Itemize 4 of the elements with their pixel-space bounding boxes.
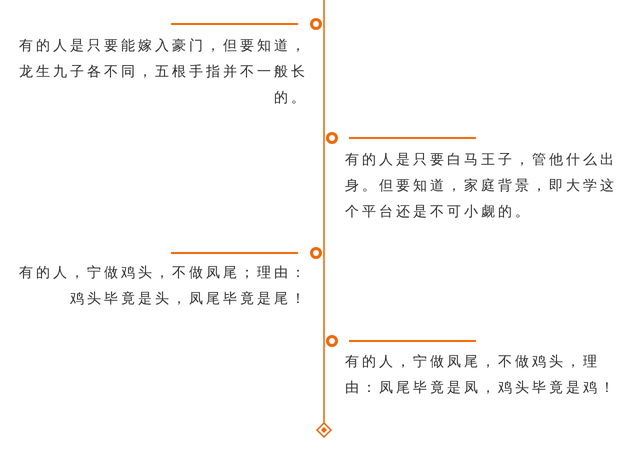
timeline-text: 有的人是只要能嫁入豪门，但要知道，龙生九子各不同，五根手指并不一般长的。: [18, 37, 308, 108]
timeline-text: 有的人，宁做凤尾，不做鸡头，理由：凤尾毕竟是凤，鸡头毕竟是鸡！: [345, 353, 618, 398]
timeline-text: 有的人是只要白马王子，管他什么出身。但要知道，家庭背景，即大学这个平台还是不可小觑的。: [345, 151, 618, 222]
timeline-text: 有的人，宁做鸡头，不做凤尾；理由：鸡头毕竟是头，凤尾毕竟是尾！: [18, 264, 308, 309]
